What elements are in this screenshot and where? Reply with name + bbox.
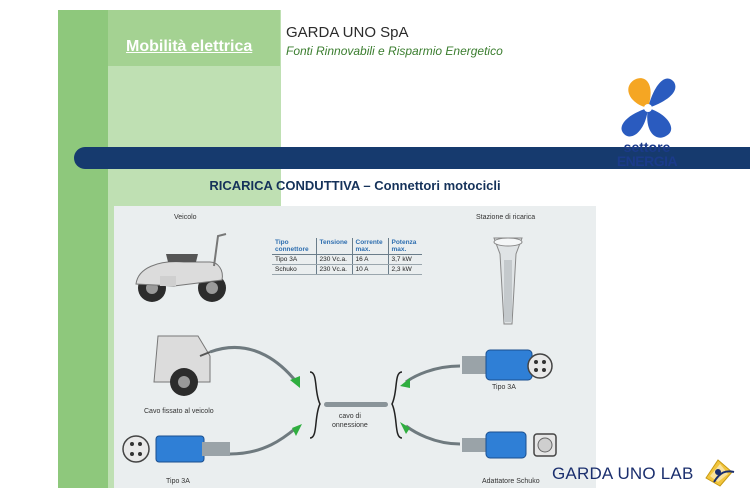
table-cell: Tipo 3A xyxy=(272,254,316,265)
table-cell: Schuko xyxy=(272,264,316,275)
footer-logo: GARDA UNO LAB xyxy=(552,464,694,484)
brand-title: Mobilità elettrica xyxy=(126,38,253,55)
plug-type3a-left-icon xyxy=(122,435,230,463)
company-name: GARDA UNO SpA xyxy=(286,24,409,41)
table-cell: 2,3 kW xyxy=(387,264,422,275)
table-header-cell: Corrente max. xyxy=(351,238,388,255)
blue-divider-bar xyxy=(74,147,750,169)
connector-spec-table: Tipo connettore Tensione Corrente max. P… xyxy=(272,238,422,275)
plug-type3a-right-icon xyxy=(462,349,553,381)
header-strip xyxy=(108,10,280,66)
footer-lab: LAB xyxy=(660,464,694,483)
table-row: Schuko 230 Vc.a. 10 A 2,3 kW xyxy=(272,264,422,275)
settore-energia-logo-icon xyxy=(618,78,678,138)
scooter-icon xyxy=(135,233,227,302)
connector-diagram: Veicolo Stazione di ricarica Cavo fissat… xyxy=(114,206,596,488)
table-header-cell: Tensione xyxy=(315,238,352,255)
label-type3a-right: Tipo 3A xyxy=(492,384,516,391)
footer-brand: GARDA UNO xyxy=(552,464,656,483)
label-connection-cable: cavo di onnessione xyxy=(332,413,368,429)
company-subtitle: Fonti Rinnovabili e Risparmio Energetico xyxy=(286,44,503,58)
table-cell: 16 A xyxy=(351,254,388,265)
schuko-adapter-icon xyxy=(462,431,557,459)
table-header-cell: Tipo connettore xyxy=(272,238,316,255)
green-side-stripe xyxy=(58,10,108,488)
charging-station-icon xyxy=(493,237,523,325)
table-header-row: Tipo connettore Tensione Corrente max. P… xyxy=(272,238,422,255)
table-header-cell: Potenza max. xyxy=(387,238,422,255)
garda-uno-lab-icon xyxy=(705,459,735,487)
scooter-rear-icon xyxy=(153,335,211,396)
settore-energia-logo-text: settore ENERGIA xyxy=(607,140,687,168)
table-cell: 3,7 kW xyxy=(387,254,422,265)
table-row: Tipo 3A 230 Vc.a. 16 A 3,7 kW xyxy=(272,254,422,265)
label-station: Stazione di ricarica xyxy=(476,214,536,221)
table-cell: 230 Vc.a. xyxy=(315,254,352,265)
label-type3a-left: Tipo 3A xyxy=(166,478,190,485)
label-schuko-adapter: Adattatore Schuko xyxy=(482,478,540,485)
logo-line2: ENERGIA xyxy=(616,153,678,169)
slide-title: RICARICA CONDUTTIVA – Connettori motocic… xyxy=(209,178,501,193)
table-cell: 10 A xyxy=(351,264,388,275)
label-vehicle: Veicolo xyxy=(174,214,197,221)
table-cell: 230 Vc.a. xyxy=(315,264,352,275)
label-fixed-cable: Cavo fissato al veicolo xyxy=(144,408,214,415)
diagram-graphics xyxy=(122,233,557,463)
logo-line1: settore xyxy=(623,139,671,155)
